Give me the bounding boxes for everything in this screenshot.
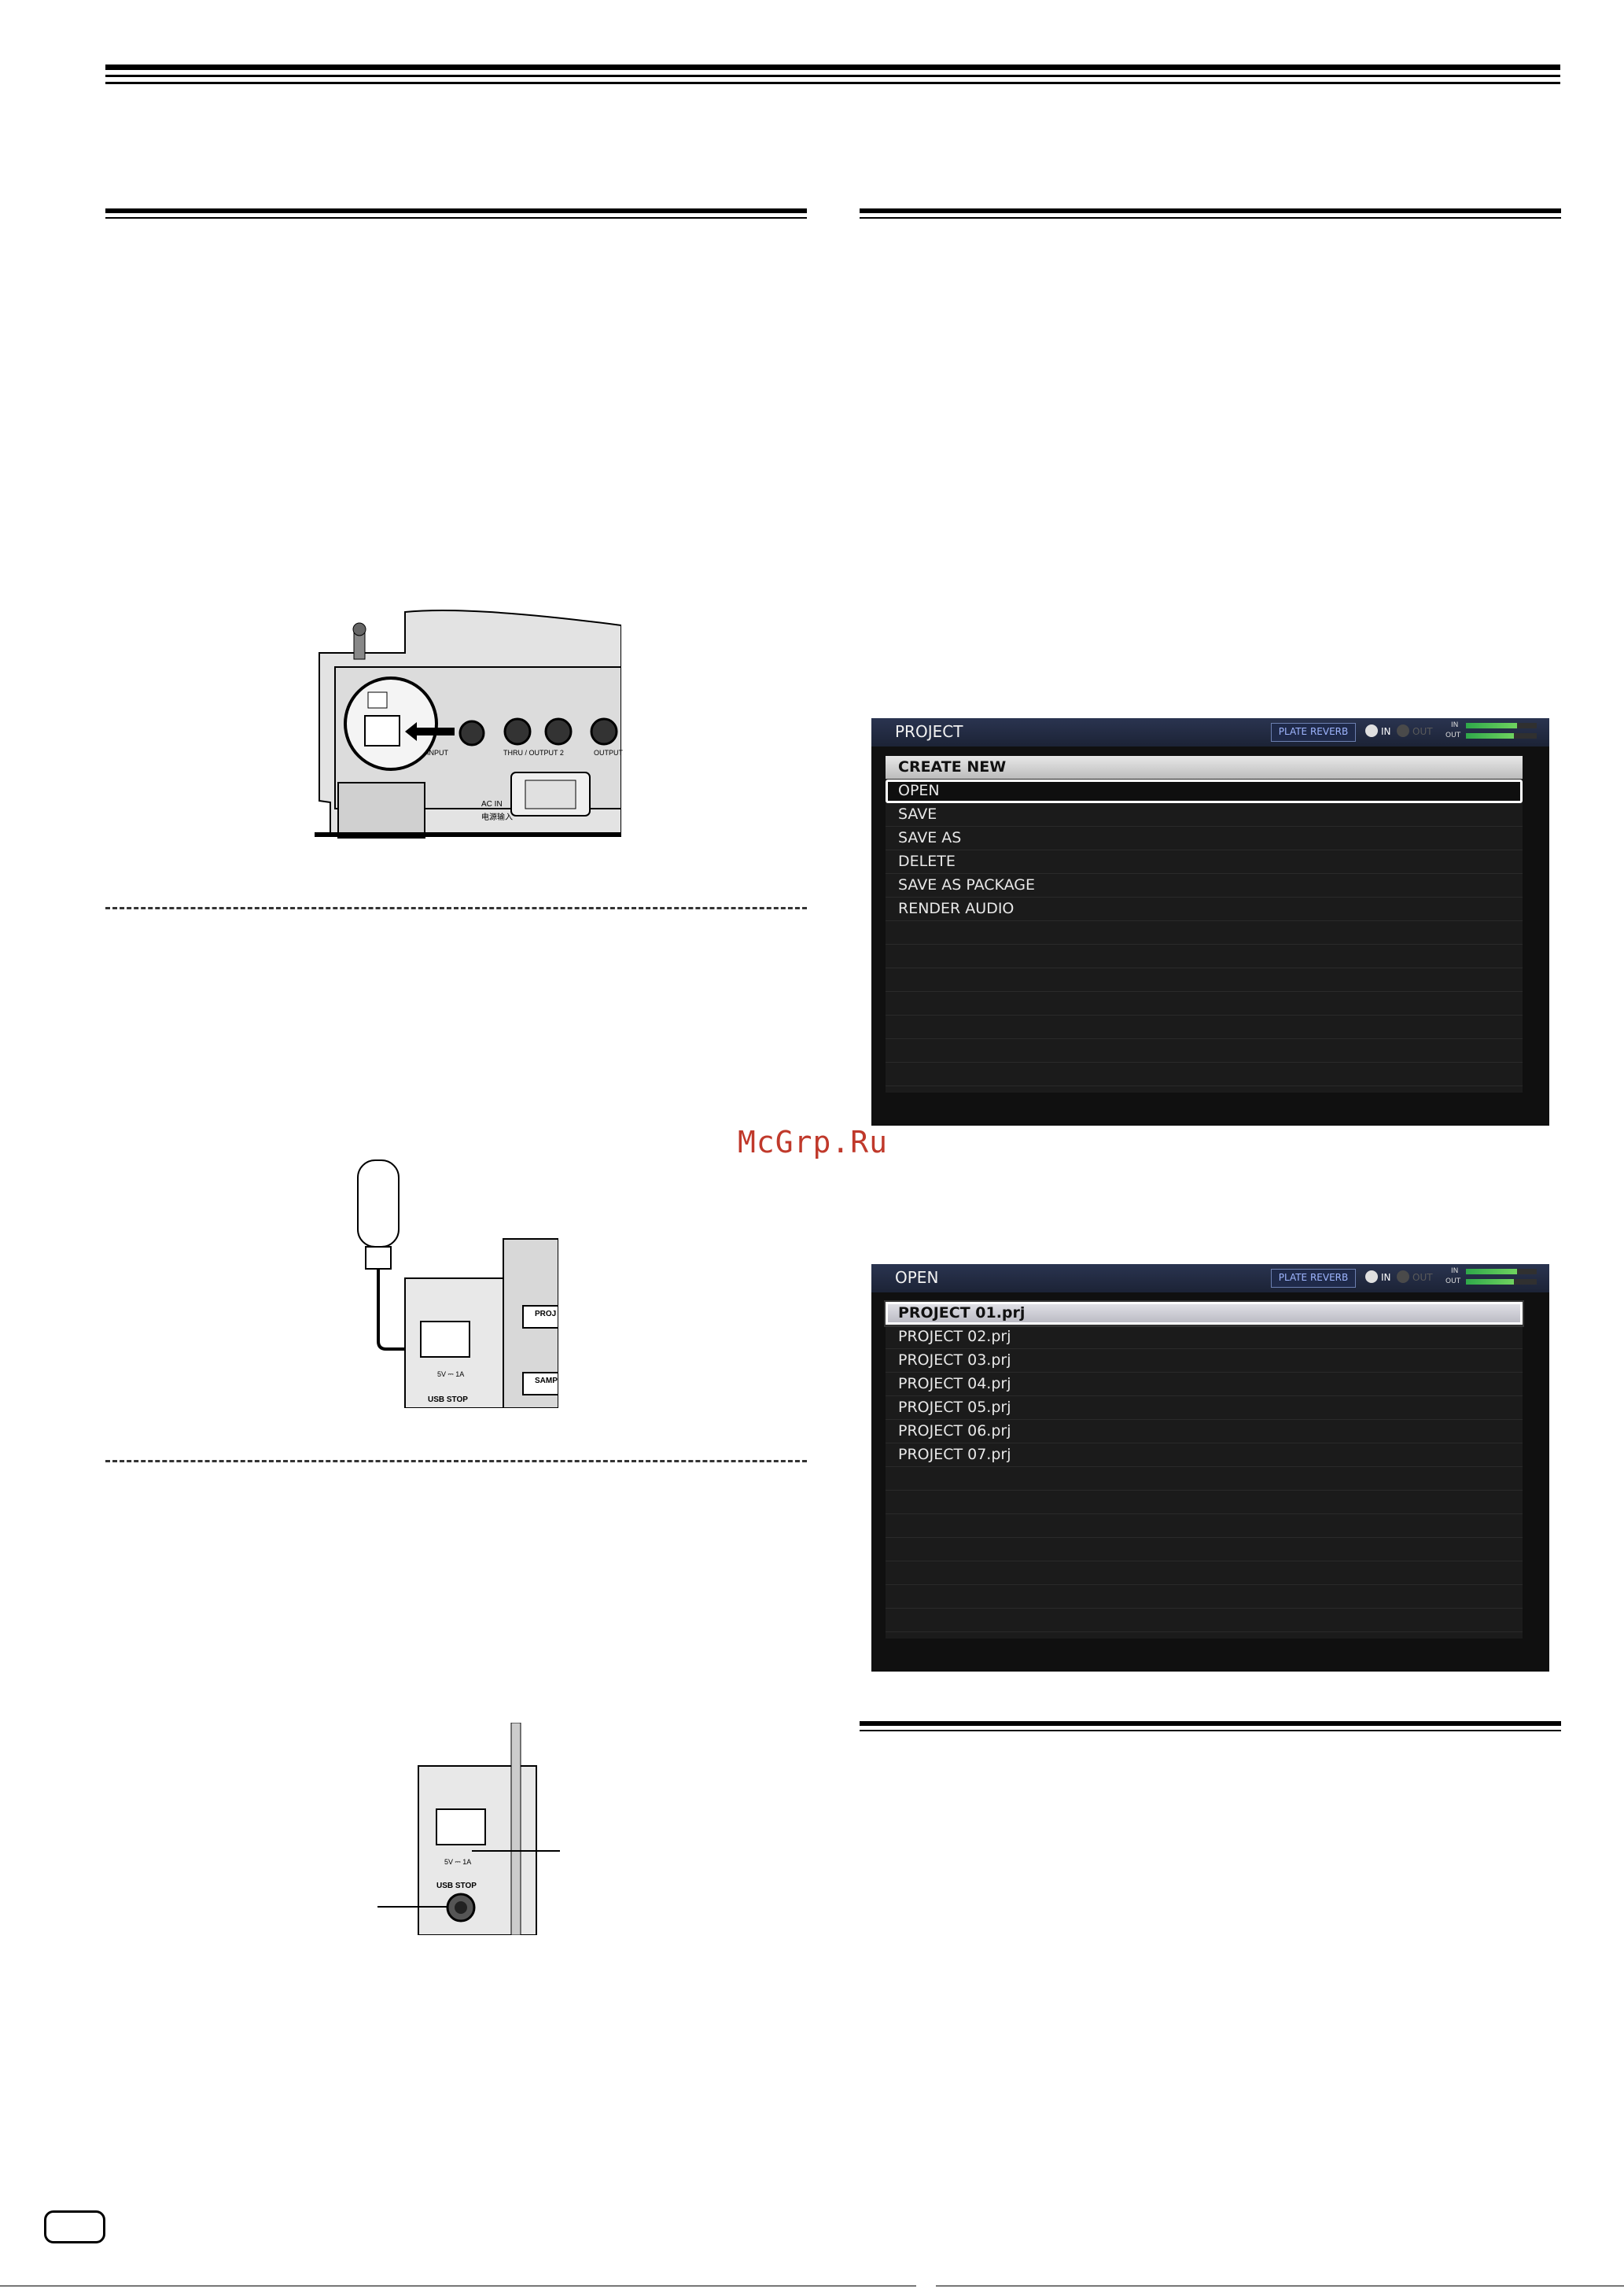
empty-row [886, 945, 1523, 968]
left-dashed-separator-2 [105, 1460, 807, 1462]
out-knob-icon [1397, 724, 1409, 737]
callout-usb-stop [377, 1906, 448, 1908]
left-dashed-separator-1 [105, 907, 807, 909]
port-label-thru: THRU / OUTPUT 2 [503, 749, 564, 757]
file-item[interactable]: PROJECT 02.prj [886, 1325, 1523, 1349]
empty-row [886, 1063, 1523, 1086]
effect-badge: PLATE REVERB [1271, 1269, 1356, 1288]
in-label: IN [1381, 726, 1391, 737]
in-knob-icon [1365, 724, 1378, 737]
left-section-rule-thin [105, 217, 807, 219]
in-knob-icon [1365, 1270, 1378, 1283]
file-item[interactable]: PROJECT 06.prj [886, 1420, 1523, 1443]
menu-item-open[interactable]: OPEN [886, 780, 1523, 803]
ac-in-label-cn: 电源输入 [481, 813, 513, 822]
empty-row [886, 1585, 1523, 1609]
left-section-rule [105, 208, 807, 213]
empty-row [886, 1514, 1523, 1538]
out-knob-icon [1397, 1270, 1409, 1283]
menu-item-save-as[interactable]: SAVE AS [886, 827, 1523, 850]
empty-row [886, 1467, 1523, 1491]
usb-rating-label: 5V ⎓ 1A [437, 1370, 465, 1378]
file-item-selected[interactable]: PROJECT 01.prj [886, 1302, 1523, 1325]
usb-stop-label: USB STOP [428, 1395, 468, 1404]
right-section-rule-thin [860, 217, 1561, 219]
open-screen: OPEN PLATE REVERB IN OUT IN OUT PROJECT … [871, 1264, 1549, 1672]
empty-row [886, 921, 1523, 945]
proj-button-label: PROJ [535, 1310, 557, 1318]
meter-in-label: IN [1451, 1267, 1459, 1275]
page-top-rule-thin [105, 75, 1560, 77]
in-label: IN [1381, 1272, 1391, 1283]
right-lower-section-rule-thin [860, 1730, 1561, 1731]
ac-in-label: AC IN [481, 800, 503, 809]
footer-line [0, 2285, 916, 2287]
project-screen-header: PROJECT PLATE REVERB IN OUT IN OUT [871, 718, 1549, 747]
open-screen-title: OPEN [895, 1268, 939, 1287]
project-file-list: PROJECT 01.prj PROJECT 02.prj PROJECT 03… [886, 1302, 1523, 1639]
file-item[interactable]: PROJECT 03.prj [886, 1349, 1523, 1373]
footer-line-right [936, 2285, 1624, 2287]
project-screen: PROJECT PLATE REVERB IN OUT IN OUT CREAT… [871, 718, 1549, 1126]
empty-row [886, 992, 1523, 1016]
meter-in [1466, 723, 1537, 728]
page-number-badge [44, 2210, 105, 2243]
meter-in [1466, 1269, 1537, 1274]
samp-button-label: SAMP [535, 1377, 558, 1385]
file-item[interactable]: PROJECT 04.prj [886, 1373, 1523, 1396]
usb-stop-rating: 5V ⎓ 1A [444, 1858, 472, 1866]
empty-row [886, 1561, 1523, 1585]
empty-row [886, 1491, 1523, 1514]
empty-row [886, 1609, 1523, 1632]
file-item[interactable]: PROJECT 05.prj [886, 1396, 1523, 1420]
right-section-rule [860, 208, 1561, 213]
empty-row [886, 1016, 1523, 1039]
file-item[interactable]: PROJECT 07.prj [886, 1443, 1523, 1467]
project-menu-list: CREATE NEW OPEN SAVE SAVE AS DELETE SAVE… [886, 756, 1523, 1093]
menu-item-delete[interactable]: DELETE [886, 850, 1523, 874]
right-lower-section-rule [860, 1721, 1561, 1726]
empty-row [886, 1039, 1523, 1063]
power-switch-illustration [315, 610, 621, 839]
out-label: OUT [1412, 726, 1433, 737]
watermark: McGrp.Ru [738, 1125, 889, 1159]
callout-usb-port [472, 1850, 560, 1852]
out-label: OUT [1412, 1272, 1433, 1283]
port-label-output: OUTPUT [594, 749, 623, 757]
page-top-rule-thin-2 [105, 82, 1560, 84]
menu-item-save[interactable]: SAVE [886, 803, 1523, 827]
usb-stop-button-label: USB STOP [436, 1882, 477, 1890]
project-screen-title: PROJECT [895, 722, 963, 741]
menu-item-create-new[interactable]: CREATE NEW [886, 756, 1523, 780]
usb-stop-illustration [418, 1723, 537, 1935]
page-top-rule [105, 65, 1560, 70]
usb-connect-illustration [357, 1159, 558, 1408]
meter-out [1466, 1279, 1537, 1285]
menu-item-render-audio[interactable]: RENDER AUDIO [886, 898, 1523, 921]
meter-in-label: IN [1451, 721, 1459, 729]
open-screen-header: OPEN PLATE REVERB IN OUT IN OUT [871, 1264, 1549, 1292]
empty-row [886, 1538, 1523, 1561]
meter-out-label: OUT [1445, 1277, 1461, 1285]
empty-row [886, 968, 1523, 992]
port-label-input: INPUT [427, 749, 448, 757]
meter-out [1466, 733, 1537, 739]
meter-out-label: OUT [1445, 732, 1461, 739]
menu-item-save-as-package[interactable]: SAVE AS PACKAGE [886, 874, 1523, 898]
effect-badge: PLATE REVERB [1271, 723, 1356, 742]
